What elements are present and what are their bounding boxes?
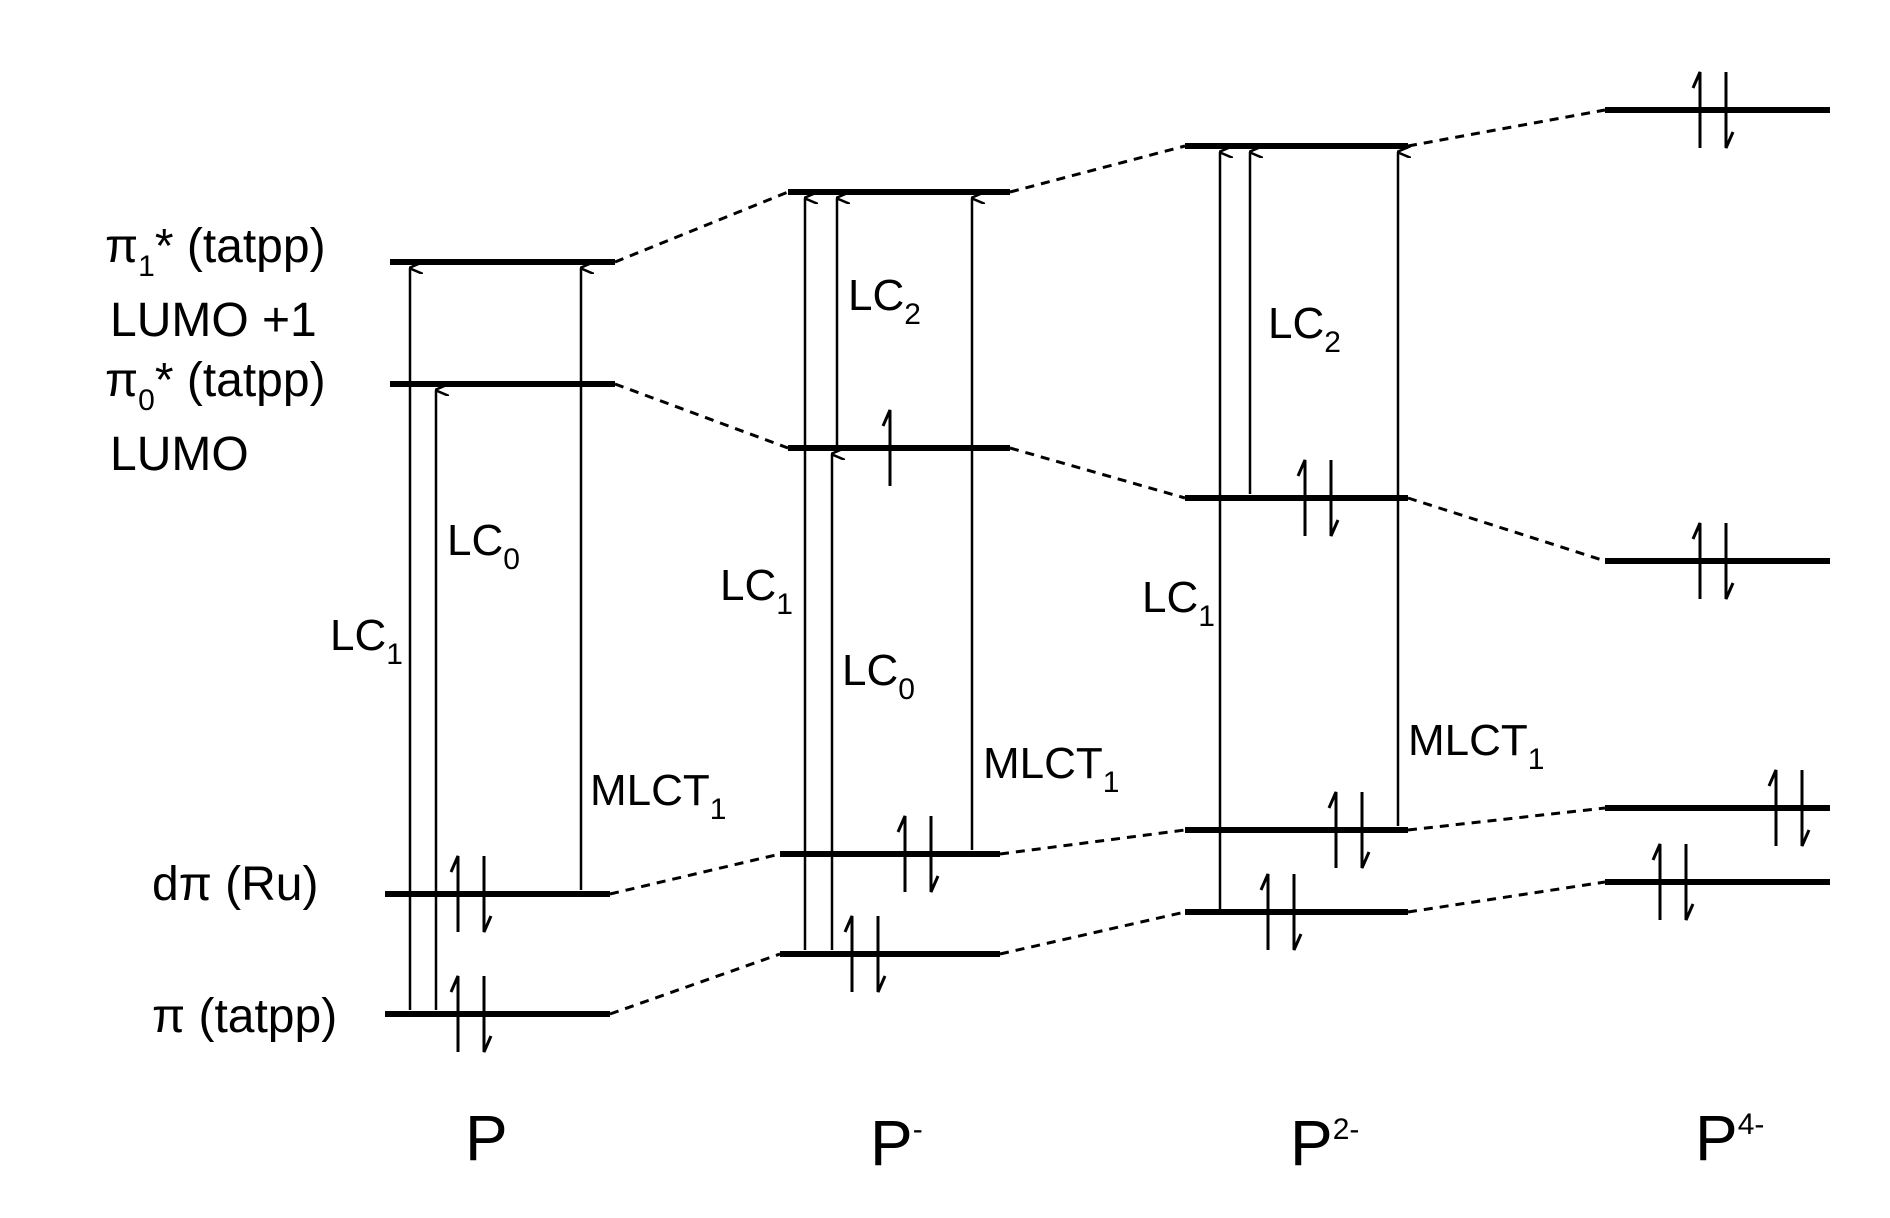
- dash-dpi-Pm-P2m: [999, 828, 1186, 856]
- spin-down-Pm-pi: [876, 916, 887, 993]
- spin-down-P4m-pi: [1684, 844, 1695, 921]
- dash-pi0-Pm-P2m: [1009, 446, 1186, 500]
- spin-down-Pm-dpi: [929, 816, 940, 893]
- label-pi: π (tatpp): [152, 990, 337, 1043]
- label-P-LC1: LC1: [330, 611, 403, 671]
- species-labels: P P- P2- P4-: [465, 1102, 1764, 1179]
- transition-arrows-P: [408, 268, 581, 1010]
- dash-dpi-P-Pm: [609, 852, 781, 896]
- dash-pi-P2m-P4m: [1407, 880, 1606, 914]
- label-lumo: LUMO: [110, 428, 249, 481]
- levels-P2m: [1185, 143, 1408, 915]
- label-Pm-LC1: LC1: [720, 561, 793, 621]
- dash-pi-Pm-P2m: [999, 910, 1186, 956]
- spin-up-Pm-pi: [843, 915, 854, 992]
- spin-up-P2m-pi0: [1296, 459, 1307, 536]
- dash-pi0-P2m-P4m: [1407, 496, 1606, 563]
- label-Pm-MLCT1: MLCT1: [983, 739, 1119, 799]
- spin-up-P4m-pi: [1651, 843, 1662, 920]
- label-P-MLCT1: MLCT1: [590, 766, 726, 826]
- spin-up-P4m-pi1: [1691, 71, 1702, 148]
- label-Pm-LC2: LC2: [848, 271, 921, 331]
- species-Pm: P-: [870, 1107, 923, 1179]
- spin-down-P4m-pi0: [1724, 523, 1735, 600]
- transition-arrows-Pm: [803, 198, 972, 950]
- spin-down-P-pi: [482, 976, 493, 1053]
- dash-pi-P-Pm: [609, 952, 781, 1016]
- levels-P4m: [1605, 107, 1830, 885]
- spin-up-P-dpi: [449, 855, 460, 932]
- label-P2m-LC1: LC1: [1142, 573, 1215, 633]
- spin-down-P2m-dpi: [1360, 792, 1371, 869]
- species-P2m: P2-: [1290, 1107, 1359, 1179]
- orbital-labels: π1* (tatpp) LUMO +1 π0* (tatpp) LUMO dπ …: [105, 220, 337, 1043]
- spin-up-Pm-dpi: [896, 815, 907, 892]
- dash-pi1-P2m-P4m: [1407, 108, 1606, 148]
- label-P-LC0: LC0: [447, 516, 520, 576]
- electron-spins: [449, 71, 1811, 1053]
- label-dpi: dπ (Ru): [152, 858, 318, 911]
- correlation-lines: [609, 108, 1606, 1016]
- spin-up-P4m-dpi: [1767, 769, 1778, 846]
- label-lumo1: LUMO +1: [110, 294, 317, 347]
- levels-P: [385, 259, 615, 1017]
- spin-up-P2m-dpi: [1327, 791, 1338, 868]
- transition-labels: LC0 LC1 MLCT1 LC2 LC1 LC0 MLCT1 LC2 LC1 …: [330, 271, 1544, 826]
- label-P2m-LC2: LC2: [1268, 299, 1341, 359]
- spin-down-P-dpi: [482, 856, 493, 933]
- spin-down-P4m-dpi: [1800, 770, 1811, 847]
- transition-arrows-P2m: [1218, 152, 1398, 910]
- spin-down-P2m-pi0: [1329, 460, 1340, 537]
- spin-up-P4m-pi0: [1691, 522, 1702, 599]
- dash-pi0-P-Pm: [614, 382, 789, 450]
- dash-pi1-Pm-P2m: [1009, 144, 1186, 194]
- label-pi1: π1* (tatpp): [105, 220, 326, 283]
- spin-up-P-pi: [449, 975, 460, 1052]
- dash-pi1-P-Pm: [614, 190, 789, 264]
- label-P2m-MLCT1: MLCT1: [1408, 716, 1544, 776]
- spin-up-P2m-pi: [1259, 873, 1270, 950]
- label-pi0: π0* (tatpp): [105, 354, 326, 417]
- label-Pm-LC0: LC0: [842, 646, 915, 706]
- species-P4m: P4-: [1695, 1102, 1764, 1174]
- spin-down-P2m-pi: [1292, 874, 1303, 951]
- spin-up-Pm-pi0: [881, 409, 892, 486]
- species-P: P: [465, 1102, 508, 1174]
- spin-down-P4m-pi1: [1724, 72, 1735, 149]
- dash-dpi-P2m-P4m: [1407, 806, 1606, 832]
